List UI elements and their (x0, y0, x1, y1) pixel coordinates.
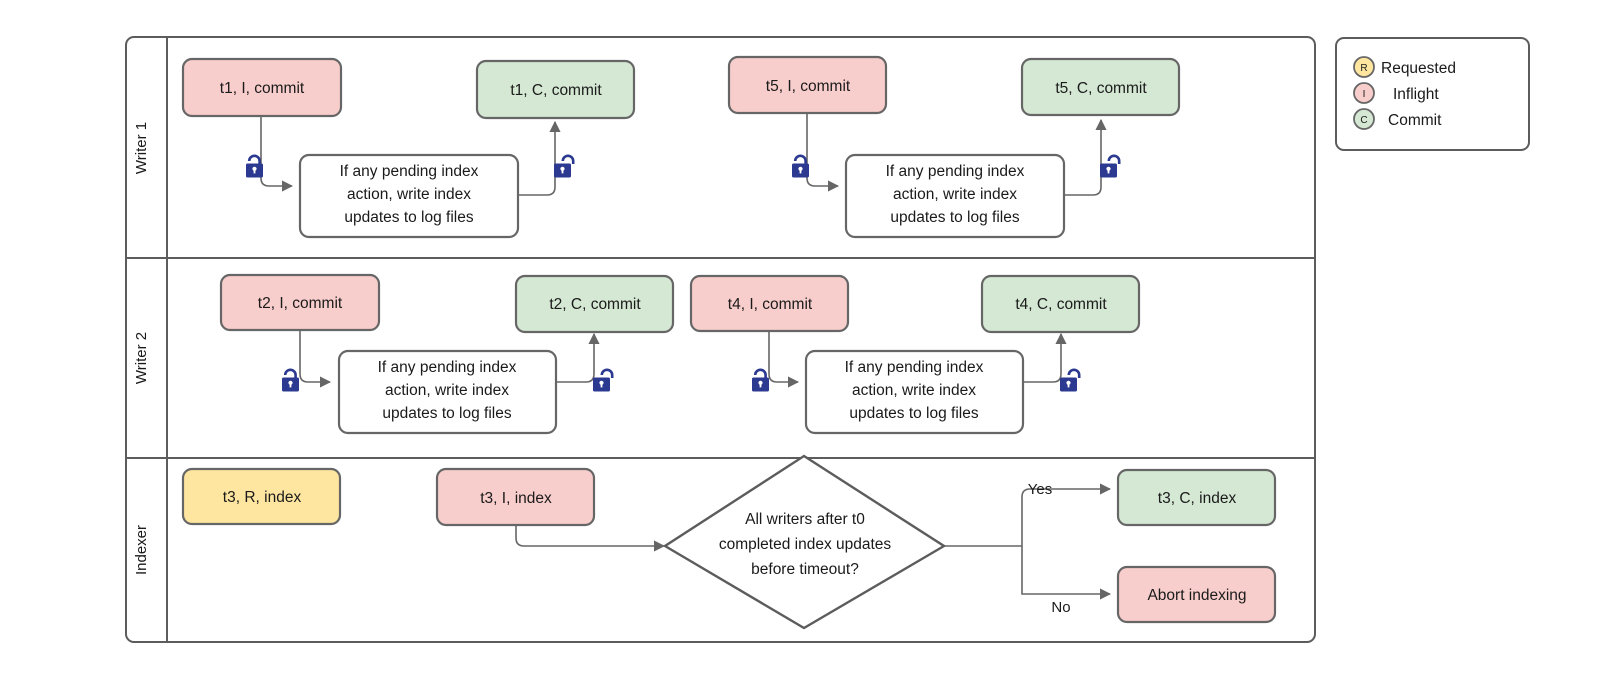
edge-label-yes: Yes (1028, 481, 1052, 498)
index-action-line-3: updates to log files (344, 209, 474, 226)
lock-closed-icon (282, 368, 299, 392)
legend-badge-letter: I (1363, 89, 1366, 100)
index-action-line-1: If any pending index (845, 359, 984, 376)
node-t4-inflight[interactable]: t4, I, commit (689, 274, 850, 333)
decision-line-2: completed index updates (719, 536, 892, 553)
legend-item-label: Requested (1381, 60, 1456, 77)
node-t3-commit[interactable]: t3, C, index (1116, 468, 1277, 527)
lock-closed-icon (246, 154, 263, 178)
node-label: t3, C, index (1158, 490, 1237, 507)
node-t1-commit[interactable]: t1, C, commit (475, 59, 636, 120)
node-writer1-index-action-1[interactable]: If any pending index action, write index… (298, 153, 520, 239)
index-action-line-3: updates to log files (890, 209, 1020, 226)
node-label: t3, R, index (223, 489, 302, 506)
legend-panel: R Requested I Inflight C Commit (1335, 37, 1530, 151)
lane-label-text: Writer 1 (133, 122, 150, 174)
legend-item-inflight: I Inflight (1353, 82, 1439, 104)
node-t2-commit[interactable]: t2, C, commit (514, 274, 675, 334)
legend-item-label: Inflight (1393, 86, 1439, 103)
legend-badge-letter: R (1360, 63, 1367, 74)
node-t1-inflight[interactable]: t1, I, commit (181, 57, 343, 118)
decision-all-writers-completed[interactable]: All writers after t0 completed index upd… (662, 454, 947, 630)
decision-line-3: before timeout? (751, 561, 859, 578)
node-abort-indexing[interactable]: Abort indexing (1116, 565, 1277, 624)
node-label: t4, I, commit (728, 296, 813, 313)
node-t3-requested[interactable]: t3, R, index (181, 467, 342, 526)
writer2-edges (299, 330, 1067, 388)
lane-label-text: Writer 2 (133, 332, 150, 384)
node-label: t1, C, commit (510, 82, 602, 99)
decision-line-1: All writers after t0 (745, 511, 865, 528)
node-label: t1, I, commit (220, 80, 305, 97)
legend-item-commit: C Commit (1353, 108, 1442, 130)
indexer-edges (515, 483, 1112, 600)
node-t3-inflight[interactable]: t3, I, index (435, 467, 596, 527)
node-label: t4, C, commit (1015, 296, 1107, 313)
node-label: t5, C, commit (1055, 80, 1147, 97)
lane-label-writer2: Writer 2 (133, 332, 150, 384)
writer1-edges (260, 112, 1107, 196)
node-label: t2, I, commit (258, 295, 343, 312)
lane-label-indexer: Indexer (133, 525, 150, 575)
legend-item-requested: R Requested (1353, 56, 1456, 78)
node-label: t5, I, commit (766, 78, 851, 95)
lock-closed-icon (752, 368, 769, 392)
lock-open-icon (1060, 368, 1081, 392)
index-action-line-3: updates to log files (382, 405, 512, 422)
node-label: Abort indexing (1147, 587, 1246, 604)
node-t5-inflight[interactable]: t5, I, commit (727, 55, 888, 115)
index-action-line-2: action, write index (385, 382, 509, 399)
lock-closed-icon (792, 154, 809, 178)
legend-item-label: Commit (1388, 112, 1442, 129)
index-action-line-3: updates to log files (849, 405, 979, 422)
lane-label-text: Indexer (133, 525, 150, 575)
lock-open-icon (593, 368, 614, 392)
edge-label-no: No (1051, 599, 1070, 616)
index-action-line-2: action, write index (852, 382, 976, 399)
lane-label-writer1: Writer 1 (133, 122, 150, 174)
index-action-line-1: If any pending index (378, 359, 517, 376)
node-t5-commit[interactable]: t5, C, commit (1020, 57, 1181, 117)
index-action-line-1: If any pending index (886, 163, 1025, 180)
node-t4-commit[interactable]: t4, C, commit (980, 274, 1141, 334)
lock-open-icon (554, 154, 575, 178)
index-action-line-2: action, write index (893, 186, 1017, 203)
legend-badge-letter: C (1360, 115, 1367, 126)
node-label: t3, I, index (480, 490, 552, 507)
node-t2-inflight[interactable]: t2, I, commit (219, 273, 381, 332)
node-writer2-index-action-1[interactable]: If any pending index action, write index… (337, 349, 558, 435)
node-writer2-index-action-2[interactable]: If any pending index action, write index… (804, 349, 1025, 435)
node-label: t2, C, commit (549, 296, 641, 313)
index-action-line-1: If any pending index (340, 163, 479, 180)
node-writer1-index-action-2[interactable]: If any pending index action, write index… (844, 153, 1066, 239)
lock-open-icon (1100, 154, 1121, 178)
index-action-line-2: action, write index (347, 186, 471, 203)
